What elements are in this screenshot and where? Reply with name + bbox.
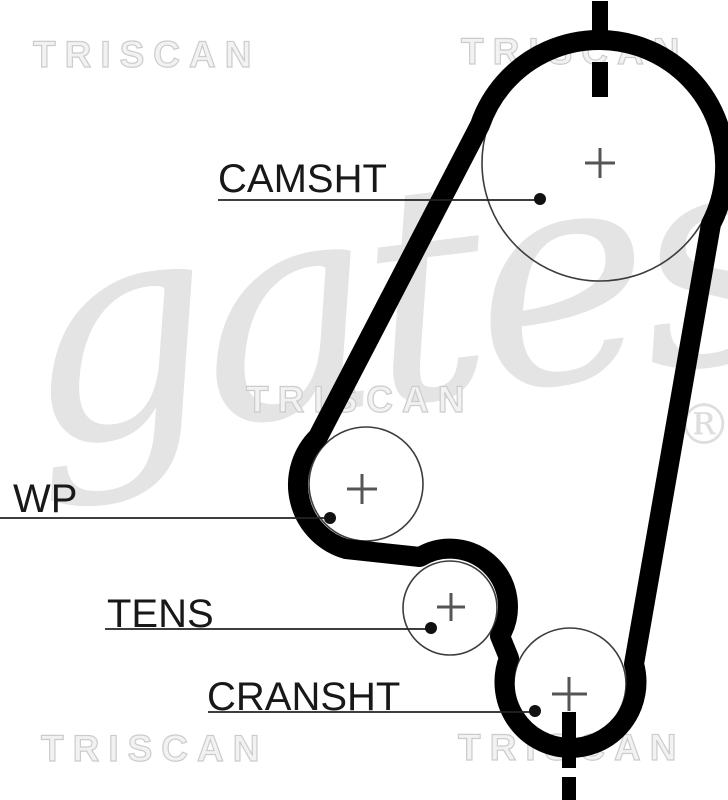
tensioner-label: TENS (107, 592, 214, 636)
crankshaft-leader-dot (529, 705, 541, 717)
triscan-watermark-bottom-left: TRISCAN (40, 728, 269, 769)
timing-mark-bottom-icon (562, 777, 576, 800)
tensioner-center-cross-icon (437, 593, 465, 621)
crankshaft-center-cross-icon (552, 677, 587, 711)
crankshaft-label: CRANSHT (207, 675, 401, 719)
timing-belt (288, 30, 728, 758)
tensioner-pulley-circle (402, 560, 498, 656)
water-pump-pulley-circle (308, 426, 424, 542)
camshaft-label: CAMSHT (218, 157, 387, 201)
water-pump-center-cross-icon (347, 474, 377, 504)
timing-mark-top-icon (592, 62, 608, 97)
timing-mark-top-icon (592, 1, 608, 33)
triscan-watermark-top-left: TRISCAN (32, 34, 261, 75)
camshaft-leader-dot (534, 193, 546, 205)
timing-mark-bottom-icon (562, 712, 576, 768)
water-pump-label: WP (13, 477, 78, 521)
tensioner-leader-dot (425, 622, 437, 634)
water-pump-leader-dot (324, 512, 336, 524)
camshaft-center-cross-icon (585, 148, 615, 178)
